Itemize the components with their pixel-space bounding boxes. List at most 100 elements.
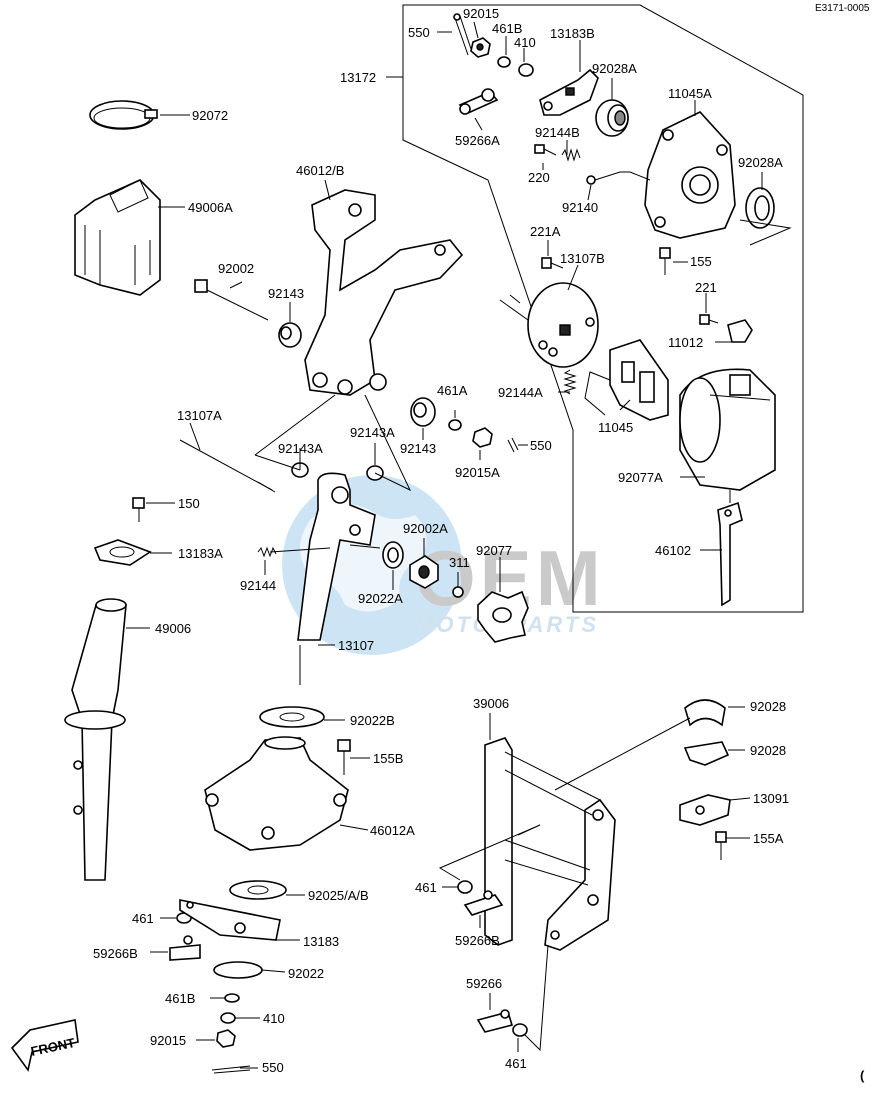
nut-92015-top xyxy=(470,37,491,58)
throttle-case-11045A xyxy=(644,111,736,239)
label-92144B: 92144B xyxy=(535,125,580,140)
collar-92143-left xyxy=(278,322,302,348)
shaft-13107 xyxy=(297,472,376,685)
washer-92025 xyxy=(229,880,287,900)
label-92144A: 92144A xyxy=(498,385,543,400)
label-13091: 13091 xyxy=(753,791,789,806)
nut-92015A xyxy=(472,427,493,448)
label-13107A: 13107A xyxy=(177,408,222,423)
label-92022A: 92022A xyxy=(358,591,403,606)
clamp-92072 xyxy=(89,100,158,130)
label-59266B-right: 59266B xyxy=(455,933,500,948)
nut-92015-bot xyxy=(216,1029,236,1048)
label-11012: 11012 xyxy=(668,335,703,350)
label-92143-1: 92143 xyxy=(268,286,304,301)
corner-mark: ( xyxy=(860,1068,865,1083)
front-arrow-icon: FRONT xyxy=(10,1019,79,1072)
pivot-bolt-59266A xyxy=(458,88,499,115)
label-13107: 13107 xyxy=(338,638,374,653)
label-92140: 92140 xyxy=(562,200,598,215)
label-13183B: 13183B xyxy=(550,26,595,41)
label-550-top: 550 xyxy=(408,25,430,40)
washer-410-bot xyxy=(220,1012,236,1024)
pipe-49006 xyxy=(64,598,127,881)
label-92143-2: 92143 xyxy=(400,441,436,456)
label-13107B: 13107B xyxy=(560,251,605,266)
label-13172: 13172 xyxy=(340,70,376,85)
spring-92144A xyxy=(563,369,577,395)
label-92028-1: 92028 xyxy=(750,699,786,714)
spring-92144 xyxy=(257,546,277,558)
cotter-pin-550-bot xyxy=(211,1065,251,1074)
label-46012B: 46012/B xyxy=(296,163,344,178)
bolt-221 xyxy=(699,314,719,325)
disk-13107B xyxy=(499,282,599,368)
bushing-92028-top xyxy=(684,699,726,727)
bushing-92028A-top xyxy=(595,99,629,137)
label-92028A-2: 92028A xyxy=(738,155,783,170)
label-13183: 13183 xyxy=(303,934,339,949)
bolt-150 xyxy=(132,497,145,522)
washer-461B-bot xyxy=(224,993,240,1003)
bolt-220 xyxy=(534,144,557,156)
bolt-155A xyxy=(715,831,727,860)
label-155B: 155B xyxy=(373,751,403,766)
label-49006: 49006 xyxy=(155,621,191,636)
label-550-mid: 550 xyxy=(530,438,552,453)
diagram-code: E3171-0005 xyxy=(815,3,870,14)
label-92002: 92002 xyxy=(218,261,254,276)
label-311: 311 xyxy=(449,555,470,570)
bolt-155-top xyxy=(659,247,671,275)
label-461B-bot: 461B xyxy=(165,991,195,1006)
label-92143A-2: 92143A xyxy=(350,425,395,440)
label-39006: 39006 xyxy=(473,696,509,711)
label-59266A: 59266A xyxy=(455,133,500,148)
label-11045: 11045 xyxy=(598,420,633,435)
knob-92077 xyxy=(477,590,529,643)
cotter-pin-550-top xyxy=(453,13,473,56)
label-46102: 46102 xyxy=(655,543,691,558)
lever-13183B xyxy=(539,68,599,116)
plate-13183A xyxy=(93,539,152,566)
label-461-right2: 461 xyxy=(505,1056,527,1071)
label-92015-bot: 92015 xyxy=(150,1033,186,1048)
frame-39006 xyxy=(484,737,616,951)
washer-92022 xyxy=(213,961,263,979)
collar-92143-mid xyxy=(410,397,436,427)
base-46012A xyxy=(204,736,349,851)
rod-13107A xyxy=(179,439,276,493)
label-92077: 92077 xyxy=(476,543,512,558)
label-410-bot: 410 xyxy=(263,1011,285,1026)
cover-92077A xyxy=(679,368,776,491)
bolt-221A xyxy=(541,257,564,269)
label-59266: 59266 xyxy=(466,976,502,991)
bushing-92028-bottom xyxy=(683,741,730,766)
washer-92022B xyxy=(259,706,325,728)
label-59266B-left: 59266B xyxy=(93,946,138,961)
label-221: 221 xyxy=(695,280,717,295)
label-92077A: 92077A xyxy=(618,470,663,485)
label-13183A: 13183A xyxy=(178,546,223,561)
label-155: 155 xyxy=(690,254,712,269)
washer-461-right1 xyxy=(457,880,473,894)
label-461B-top: 461B xyxy=(492,21,522,36)
label-92028A-1: 92028A xyxy=(592,61,637,76)
label-92022B: 92022B xyxy=(350,713,395,728)
washer-461B-top xyxy=(497,56,511,68)
ball-92140 xyxy=(586,175,596,185)
leader-lines xyxy=(126,21,792,1069)
bolt-59266B-right xyxy=(463,890,504,916)
label-46012A: 46012A xyxy=(370,823,415,838)
bolt-59266 xyxy=(476,1009,514,1033)
label-220: 220 xyxy=(528,170,550,185)
bushing-92028A-right xyxy=(745,187,775,229)
label-92022: 92022 xyxy=(288,966,324,981)
lever-13183 xyxy=(179,899,281,941)
holder-13091 xyxy=(679,794,731,826)
bolt-59266B-left xyxy=(169,935,201,961)
washer-92022A xyxy=(382,541,404,569)
label-155A: 155A xyxy=(753,831,784,846)
bolt-92002 xyxy=(194,279,269,321)
spring-92144B xyxy=(561,148,581,162)
